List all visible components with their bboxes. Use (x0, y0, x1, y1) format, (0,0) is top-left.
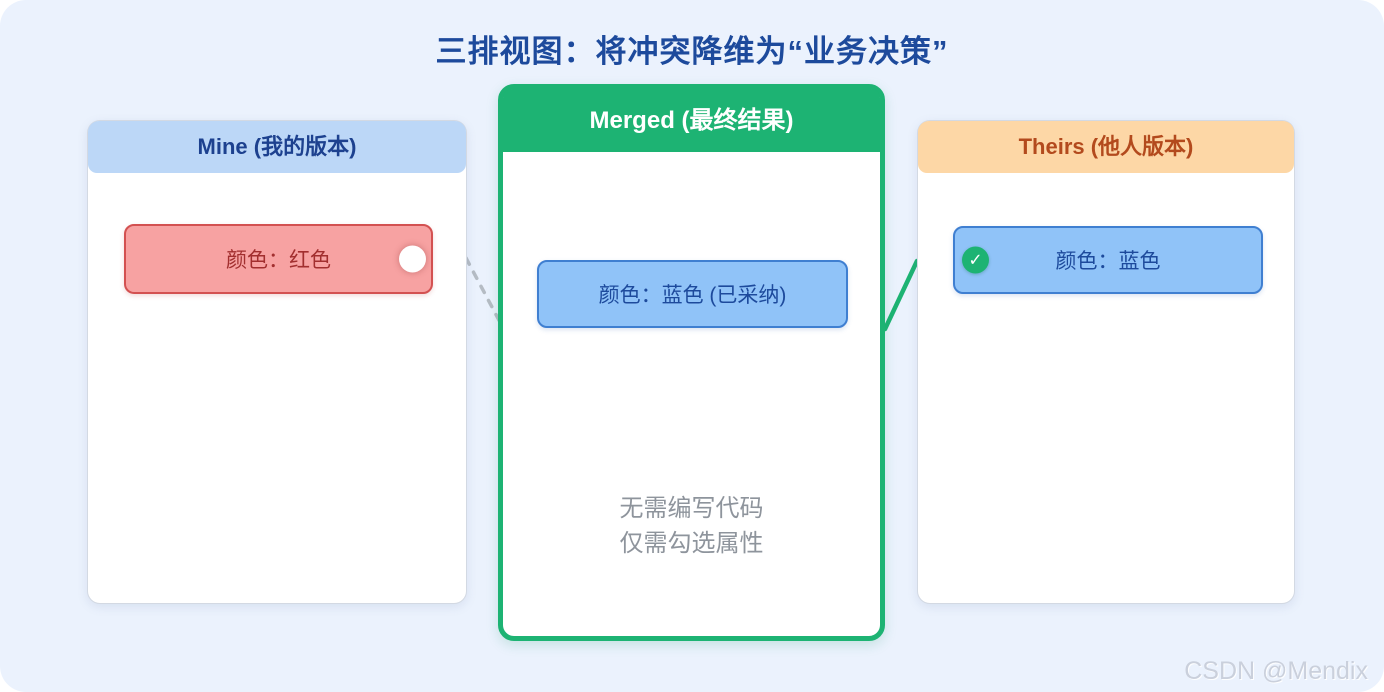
merged-note-line-2: 仅需勾选属性 (619, 530, 764, 557)
theirs-panel-header: Theirs (他人版本) (918, 121, 1294, 173)
mine-panel: Mine (我的版本) 颜色：红色 (87, 120, 467, 604)
watermark: CSDN @Mendix (1184, 657, 1368, 685)
check-icon: ✓ (968, 250, 983, 269)
merged-color-box: 颜色：蓝色 (已采纳) (537, 260, 848, 328)
theirs-color-box[interactable]: ✓ 颜色：蓝色 (953, 226, 1263, 294)
diagram-title: 三排视图：将冲突降维为“业务决策” (435, 34, 949, 69)
merged-panel-header: Merged (最终结果) (503, 89, 880, 152)
theirs-to-merged-connector-line (882, 258, 920, 332)
mine-to-merged-connector-line (464, 256, 503, 326)
mine-panel-header: Mine (我的版本) (88, 121, 466, 173)
merged-note-line-1: 无需编写代码 (619, 495, 764, 522)
mine-color-box-label: 颜色：红色 (226, 249, 331, 272)
merged-color-box-label: 颜色：蓝色 (已采纳) (598, 284, 787, 307)
theirs-panel: Theirs (他人版本) ✓ 颜色：蓝色 (917, 120, 1295, 604)
merged-note: 无需编写代码 仅需勾选属性 (503, 491, 880, 561)
check-circle-icon[interactable]: ✓ (962, 246, 989, 274)
theirs-color-box-label: 颜色：蓝色 (1055, 250, 1161, 273)
radio-unselected-icon[interactable] (399, 245, 426, 273)
mine-color-box[interactable]: 颜色：红色 (124, 224, 433, 294)
merged-panel: Merged (最终结果) 颜色：蓝色 (已采纳) 无需编写代码 仅需勾选属性 (498, 84, 885, 641)
